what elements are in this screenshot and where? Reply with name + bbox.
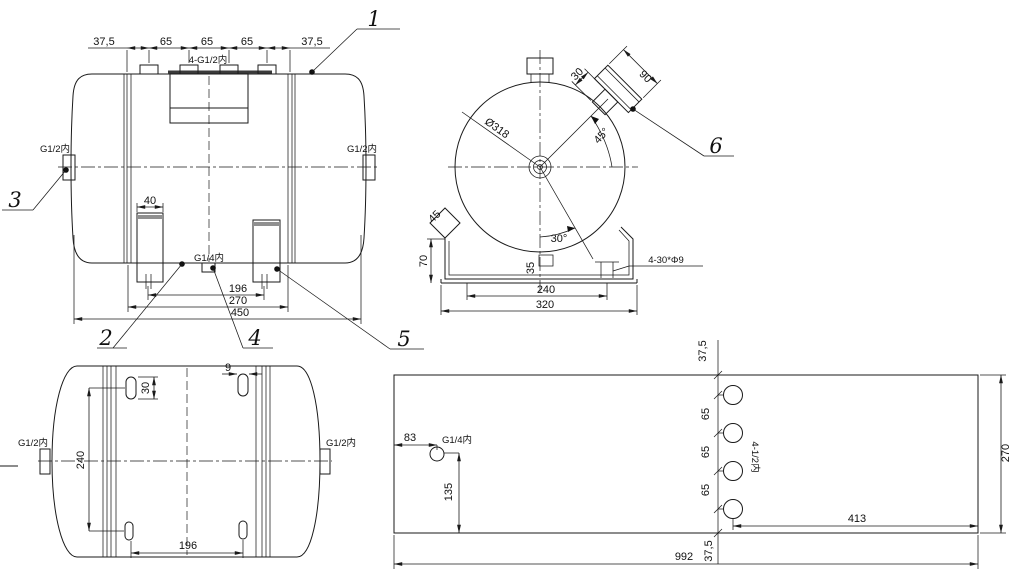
dim-leg-width: 40 — [144, 195, 156, 207]
callout-2: 2 — [98, 326, 112, 350]
dim-stand-height: 70 — [418, 255, 430, 267]
dim-top-margin-right: 37,5 — [301, 36, 322, 48]
callout-6: 6 — [709, 134, 722, 158]
dim-nozzle-flange: 90 — [637, 68, 654, 85]
dim-dev-height: 270 — [1000, 444, 1012, 462]
label-base-holes: 4-30*Φ9 — [648, 255, 684, 266]
development-view-geometry — [393, 340, 1006, 569]
label-right-port: G1/2内 — [347, 143, 377, 155]
dim-angle-45: 45° — [592, 126, 612, 146]
label-bottom-right-port: G1/2内 — [326, 437, 356, 449]
callout-4: 4 — [247, 326, 261, 350]
label-bottom-left-port: G1/2内 — [18, 437, 48, 449]
dim-dev-pitch-2: 65 — [700, 446, 712, 458]
label-drain-port: G1/4内 — [194, 252, 224, 264]
dim-dev-width: 992 — [675, 551, 693, 563]
dim-top-margin-left: 37,5 — [93, 36, 114, 48]
dim-top-pitch-3: 65 — [241, 36, 253, 48]
label-dev-port: G1/4内 — [442, 434, 472, 446]
bottom-view-geometry — [0, 365, 332, 558]
dim-span-legs: 196 — [229, 283, 247, 295]
dim-tab: 45 — [426, 208, 443, 225]
dim-span-total: 450 — [231, 307, 249, 319]
dim-slot-width: 9 — [225, 362, 231, 374]
dim-slot-rows: 240 — [75, 451, 87, 469]
front-view-geometry — [58, 46, 380, 324]
callout-3: 3 — [8, 188, 21, 212]
callout-1: 1 — [367, 7, 380, 31]
dim-dev-chain-top: 37,5 — [697, 340, 709, 361]
bottom-view: 30 9 240 196 G1/2内 G1/2内 — [0, 362, 356, 558]
dim-top-pitch-2: 65 — [201, 36, 213, 48]
development-view: 37,5 65 65 65 37,5 4-1/2内 G1/4内 83 135 4… — [393, 340, 1012, 569]
dim-angle-30: 30° — [551, 233, 568, 245]
side-view-geometry — [427, 45, 703, 315]
label-left-port: G1/2内 — [40, 143, 70, 155]
dim-span-shell: 270 — [229, 295, 247, 307]
callouts: 1 2 3 4 5 6 — [2, 7, 734, 351]
callout-leaders — [2, 28, 734, 350]
dim-drain-offset: 35 — [525, 262, 537, 274]
dim-top-pitch-1: 65 — [160, 36, 172, 48]
callout-5: 5 — [397, 327, 410, 351]
dim-slot-length: 30 — [140, 382, 152, 394]
dim-diameter: Ø318 — [482, 116, 511, 141]
dim-dev-port-x: 83 — [404, 432, 416, 444]
dim-stand-inner: 240 — [537, 284, 555, 296]
dim-dev-chain-bottom: 37,5 — [703, 540, 715, 561]
label-top-ports: 4-G1/2内 — [189, 54, 228, 66]
dim-nozzle-neck: 30 — [569, 66, 586, 83]
dim-stand-outer: 320 — [536, 299, 554, 311]
dim-dev-port-y: 135 — [443, 483, 455, 501]
label-dev-holes: 4-1/2内 — [749, 441, 761, 472]
dim-dev-pitch-1: 65 — [700, 408, 712, 420]
dim-slot-cols: 196 — [179, 540, 197, 552]
dim-dev-span-right: 413 — [848, 513, 866, 525]
side-view: Ø318 30 90 45° 30° 45 70 35 240 320 4-30… — [418, 45, 703, 315]
dim-dev-pitch-3: 65 — [700, 484, 712, 496]
front-view: 37,5 65 65 65 37,5 4-G1/2内 G1/2内 G1/2内 4… — [40, 36, 380, 324]
